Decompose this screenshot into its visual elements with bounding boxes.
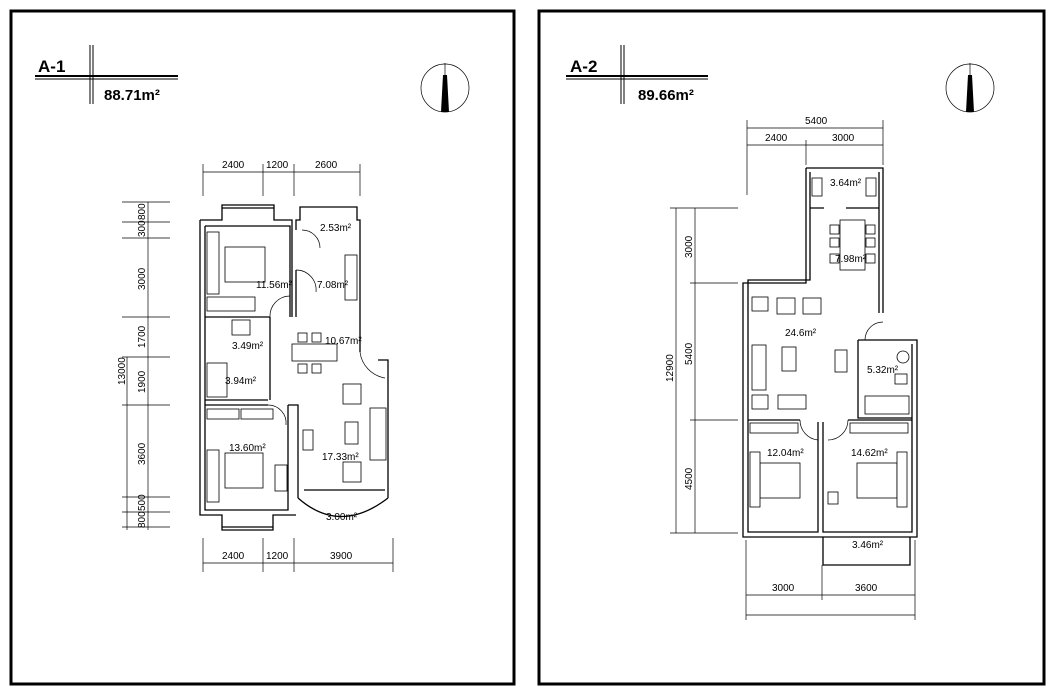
- coffee-table: [344, 421, 359, 445]
- dim-label: 500: [137, 494, 148, 511]
- room-area-label: 17.33m²: [322, 452, 359, 463]
- total-area: 89.66m²: [638, 87, 694, 104]
- room-area-label: 5.32m²: [867, 365, 899, 376]
- walls-a2: [742, 167, 918, 566]
- dim-label: 1700: [137, 325, 148, 348]
- bed: [224, 246, 266, 283]
- title-block-a1: A-1 88.71m²: [35, 45, 178, 104]
- room-area-label: 2.53m²: [320, 223, 352, 234]
- bathtub: [206, 362, 228, 398]
- dimensions-left: 3000 5400 4500 12900: [665, 207, 738, 534]
- room-area-label: 3.64m²: [830, 178, 862, 189]
- cabinet: [206, 296, 256, 312]
- sheet-frame-a1: [9, 9, 516, 686]
- dim-label: 3600: [137, 442, 148, 465]
- dim-label: 2400: [765, 133, 788, 144]
- tv-stand: [302, 429, 314, 451]
- plan-a2: A-2 89.66m² 5400 2400 3000 3000 5400: [566, 45, 995, 620]
- room-area-label: 7.08m²: [317, 280, 349, 291]
- room-area-label: 3.46m²: [852, 540, 884, 551]
- tv-stand: [834, 349, 848, 373]
- bed: [224, 452, 264, 489]
- room-area-label: 11.56m²: [256, 280, 293, 291]
- washbasin: [231, 319, 251, 336]
- dimensions-left: 800 300 3000 1700 1900 3600 500 800 1300…: [117, 201, 170, 530]
- toilet: [894, 373, 908, 385]
- dim-label: 3000: [772, 583, 795, 594]
- wardrobe: [896, 451, 908, 508]
- bed: [759, 462, 801, 499]
- sink: [865, 177, 877, 197]
- dim-label: 2400: [222, 551, 245, 562]
- dim-label: 1200: [266, 551, 289, 562]
- north-arrow-icon: [420, 63, 470, 113]
- plan-title: A-1: [38, 57, 65, 76]
- stove: [811, 177, 823, 197]
- wardrobe: [206, 231, 220, 295]
- walls-a1: [199, 204, 389, 531]
- north-arrow-icon: [945, 63, 995, 113]
- coffee-table: [781, 346, 797, 372]
- sofa: [369, 407, 387, 461]
- room-area-label: 14.62m²: [851, 448, 888, 459]
- dim-label: 3900: [330, 551, 353, 562]
- dim-total: 12900: [665, 354, 676, 382]
- dim-label: 4500: [684, 467, 695, 490]
- dining-table: [291, 343, 338, 362]
- plan-a1: A-1 88.71m² 2400 1200 2600 2400 1200 390…: [35, 45, 470, 572]
- room-area-label: 3.49m²: [232, 341, 264, 352]
- kitchen-counter: [344, 254, 358, 301]
- side-table: [751, 394, 769, 410]
- dimensions-top: 2400 1200 2600: [202, 160, 361, 196]
- room-area-label: 3.94m²: [225, 376, 257, 387]
- dim-total: 5400: [805, 116, 828, 127]
- desk: [274, 464, 288, 492]
- title-block-a2: A-2 89.66m²: [566, 45, 708, 104]
- dim-label: 3600: [855, 583, 878, 594]
- furniture-a2: [749, 177, 910, 508]
- dim-label: 1200: [266, 160, 289, 171]
- dim-label: 1900: [137, 370, 148, 393]
- dim-label: 2400: [222, 160, 245, 171]
- dim-label: 3000: [684, 235, 695, 258]
- washbasin: [896, 350, 910, 364]
- room-area-label: 24.6m²: [785, 328, 817, 339]
- armchair: [342, 461, 362, 483]
- dimensions-bottom: 3000 3600: [745, 540, 916, 620]
- plan-title: A-2: [570, 57, 597, 76]
- armchair: [776, 297, 796, 315]
- room-area-label: 12.04m²: [767, 448, 804, 459]
- dining-table: [839, 219, 866, 271]
- armchair: [802, 297, 822, 315]
- dim-label: 300: [137, 220, 148, 237]
- furniture-a1: [206, 231, 387, 503]
- sofa: [751, 344, 767, 391]
- room-area-label: 13.60m²: [229, 443, 266, 454]
- dim-total: 13000: [117, 357, 128, 385]
- wardrobe: [749, 451, 761, 508]
- dimensions-top: 5400 2400 3000: [746, 116, 884, 195]
- side-table: [751, 296, 769, 312]
- wardrobe: [206, 449, 220, 503]
- sofa: [777, 394, 807, 410]
- dim-label: 800: [137, 511, 148, 528]
- dim-label: 3000: [137, 267, 148, 290]
- bed: [856, 462, 898, 499]
- chair: [827, 491, 839, 505]
- room-area-label: 10.67m²: [325, 336, 362, 347]
- room-labels-a1: 2.53m² 11.56m² 7.08m² 10.67m² 3.49m² 3.9…: [225, 223, 362, 523]
- bathtub: [864, 395, 910, 415]
- room-area-label: 7.98m²: [835, 254, 867, 265]
- room-labels-a2: 3.64m² 7.98m² 24.6m² 5.32m² 12.04m² 14.6…: [767, 178, 899, 551]
- armchair: [342, 383, 362, 405]
- dim-label: 3000: [832, 133, 855, 144]
- dim-label: 2600: [315, 160, 338, 171]
- total-area: 88.71m²: [104, 87, 160, 104]
- dim-label: 800: [137, 203, 148, 220]
- dimensions-bottom: 2400 1200 3900: [202, 538, 394, 572]
- sheet-frame-a2: [537, 9, 1046, 686]
- room-area-label: 3.00m²: [326, 512, 358, 523]
- dim-label: 5400: [684, 342, 695, 365]
